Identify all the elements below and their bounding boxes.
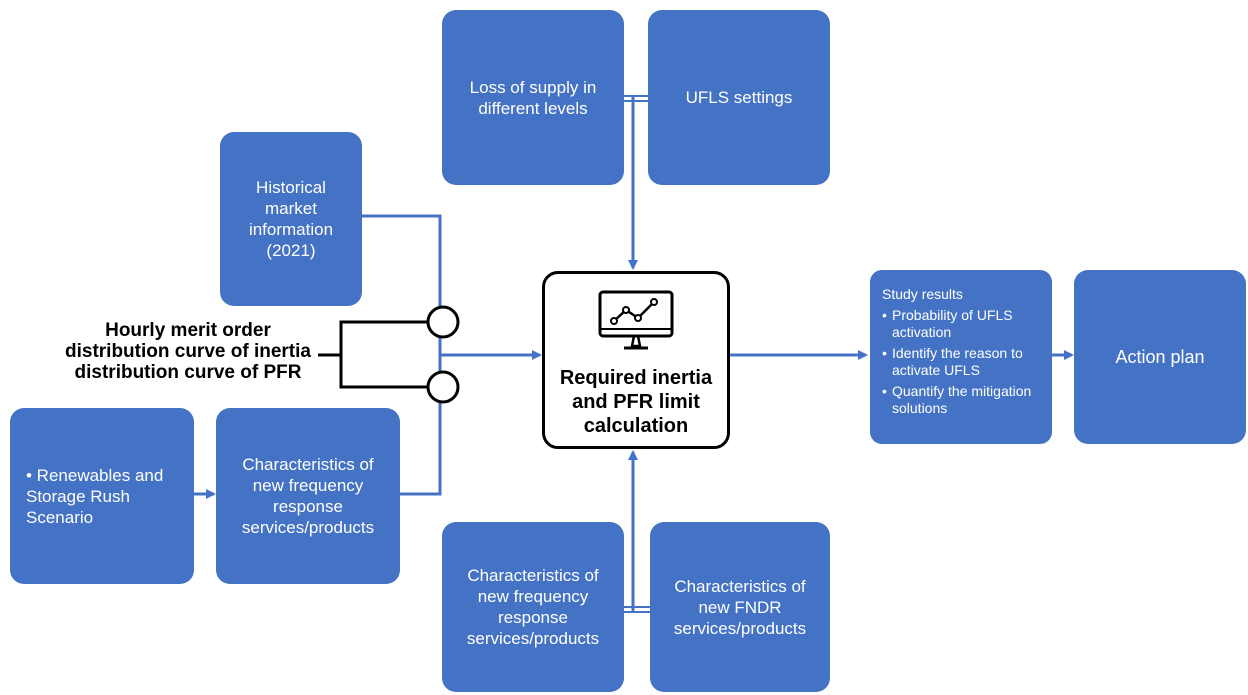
characteristics-left-box: Characteristics of new frequency respons… [216, 408, 400, 584]
study-results-item: • Quantify the mitigation solutions [882, 383, 1042, 417]
loss-of-supply-label: Loss of supply in different levels [469, 77, 597, 118]
historical-connector [362, 214, 442, 355]
study-results-item-text: Quantify the mitigation solutions [892, 383, 1032, 416]
side-label-line-1: Hourly merit order [105, 320, 271, 341]
ufls-settings-box: UFLS settings [648, 10, 830, 185]
study-results-item: • Identify the reason to activate UFLS [882, 345, 1042, 379]
study-results-heading: Study results [882, 286, 963, 302]
monitor-line-chart-icon [598, 290, 674, 350]
study-results-item-text: Probability of UFLS activation [892, 307, 1013, 340]
action-plan-label: Action plan [1115, 346, 1205, 367]
bullet: • [882, 307, 887, 323]
connector-circle-top [426, 305, 460, 339]
study-results-item: • Probability of UFLS activation [882, 307, 1042, 341]
historical-market-label: Historical market information (2021) [248, 178, 334, 260]
characteristics-bottom-box: Characteristics of new frequency respons… [442, 522, 624, 692]
connector-circle-bottom [426, 370, 460, 404]
center-title: Required inertia and PFR limit calculati… [559, 367, 713, 437]
characteristics-fndr-label: Characteristics of new FNDR services/pro… [673, 576, 807, 638]
center-calculation-box: Required inertia and PFR limit calculati… [542, 271, 730, 449]
renewables-box: • Renewables and Storage Rush Scenario [10, 408, 194, 584]
bullet: • [882, 345, 887, 361]
side-label-bracket [318, 320, 428, 389]
ufls-settings-label: UFLS settings [685, 88, 793, 107]
side-label: Hourly merit order distribution curve of… [38, 320, 338, 383]
action-plan-box: Action plan [1074, 270, 1246, 444]
bullet: • [882, 383, 887, 399]
characteristics-bottom-label: Characteristics of new frequency respons… [466, 566, 600, 648]
loss-of-supply-box: Loss of supply in different levels [442, 10, 624, 185]
renewables-label: • Renewables and Storage Rush Scenario [26, 465, 164, 527]
side-label-line-2: distribution curve of inertia [65, 341, 311, 362]
study-results-box: Study results • Probability of UFLS acti… [870, 270, 1052, 444]
characteristics-left-label: Characteristics of new frequency respons… [241, 455, 375, 537]
side-label-line-3: distribution curve of PFR [74, 362, 302, 383]
historical-market-box: Historical market information (2021) [220, 132, 362, 306]
characteristics-fndr-box: Characteristics of new FNDR services/pro… [650, 522, 830, 692]
study-results-item-text: Identify the reason to activate UFLS [892, 345, 1023, 378]
